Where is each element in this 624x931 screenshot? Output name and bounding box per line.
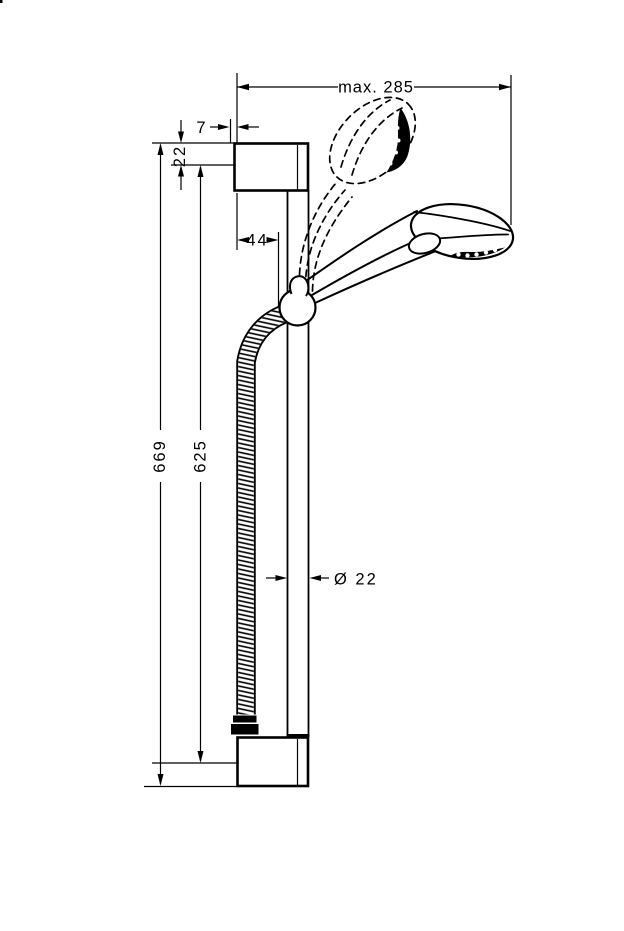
spray-face-teeth <box>450 247 505 258</box>
dim-bar-diameter: Ø 22 <box>266 571 378 589</box>
wall-bracket-bottom <box>236 736 310 788</box>
dimension-annotations: max. 285 7 22 44 <box>144 73 512 788</box>
dim-bracket-height-label: 22 <box>171 145 189 167</box>
handle-top-contour <box>302 210 418 284</box>
arrowhead-right <box>275 575 287 581</box>
arrowhead-left <box>237 83 249 91</box>
extension-lines <box>144 73 512 788</box>
nozzle-scallop <box>474 252 479 257</box>
dashed-shower-head-outline <box>328 96 417 185</box>
slide-bar <box>286 190 310 737</box>
arrowhead-down <box>157 774 164 786</box>
top-bracket-body <box>233 142 310 192</box>
dim-bar-diameter-label: Ø 22 <box>334 571 378 589</box>
arrowhead-down <box>178 131 184 143</box>
slider <box>278 275 317 327</box>
handle-mid-contour <box>311 238 421 296</box>
nozzle-scallop <box>394 150 398 155</box>
dim-bracket-height: 22 <box>171 120 189 190</box>
dim-bar-length: 625 <box>192 165 210 763</box>
dim-wall-distance: 44 <box>237 232 279 250</box>
dim-wall-distance-label: 44 <box>246 232 268 250</box>
dim-max-reach: max. 285 <box>237 79 511 97</box>
head-neck-ring <box>407 232 442 255</box>
dashed-handle-contour-1 <box>298 182 337 287</box>
nozzle-scallop <box>465 253 470 258</box>
bottom-bracket-body <box>236 736 310 788</box>
dim-max-reach-label: max. 285 <box>338 79 414 97</box>
head-inner-contour-1 <box>413 211 511 232</box>
dashed-handle-contour-3 <box>311 196 353 292</box>
nozzle-scallop <box>483 250 489 255</box>
nozzle-scallop <box>456 252 461 257</box>
dashed-head-inner-contour-2 <box>351 107 403 176</box>
arrowhead-right <box>499 83 511 91</box>
hand-shower <box>302 203 515 304</box>
arrowhead-left <box>237 124 249 130</box>
arrowhead-up <box>197 165 204 177</box>
shower-hose <box>231 304 289 735</box>
nut-flange <box>233 715 257 723</box>
dim-bracket-offset: 7 <box>196 119 259 137</box>
nozzle-scallop <box>396 138 401 143</box>
scan-artifact-dot <box>0 0 3 3</box>
arrowhead-up <box>157 143 164 155</box>
dashed-handle-contour-2 <box>304 189 346 289</box>
arrowhead-right <box>218 124 230 130</box>
nozzle-scallop <box>492 247 498 253</box>
arrowhead-right <box>266 237 279 243</box>
wall-bracket-top <box>233 142 310 192</box>
hand-shower-raised-position-dashed <box>298 96 417 292</box>
dashed-head-inner-contour-1 <box>340 99 391 168</box>
dim-bracket-offset-label: 7 <box>196 119 207 137</box>
handle-bottom-contour <box>314 250 437 304</box>
slider-release-knob <box>288 275 310 297</box>
hose-conical-nut <box>231 715 259 735</box>
dim-overall-height-label: 669 <box>151 439 169 473</box>
nut-body <box>231 724 259 735</box>
arrowhead-left <box>309 575 321 581</box>
hose-corrugation <box>238 306 288 715</box>
arrowhead-down <box>197 751 204 763</box>
dim-bar-length-label: 625 <box>192 439 210 473</box>
nozzle-scallop <box>395 126 400 130</box>
arrowhead-up <box>178 165 184 177</box>
arrowhead-left <box>237 237 249 243</box>
dim-overall-height: 669 <box>151 143 169 786</box>
slider-pivot-ball <box>278 288 317 327</box>
nozzle-scallop <box>388 161 393 166</box>
